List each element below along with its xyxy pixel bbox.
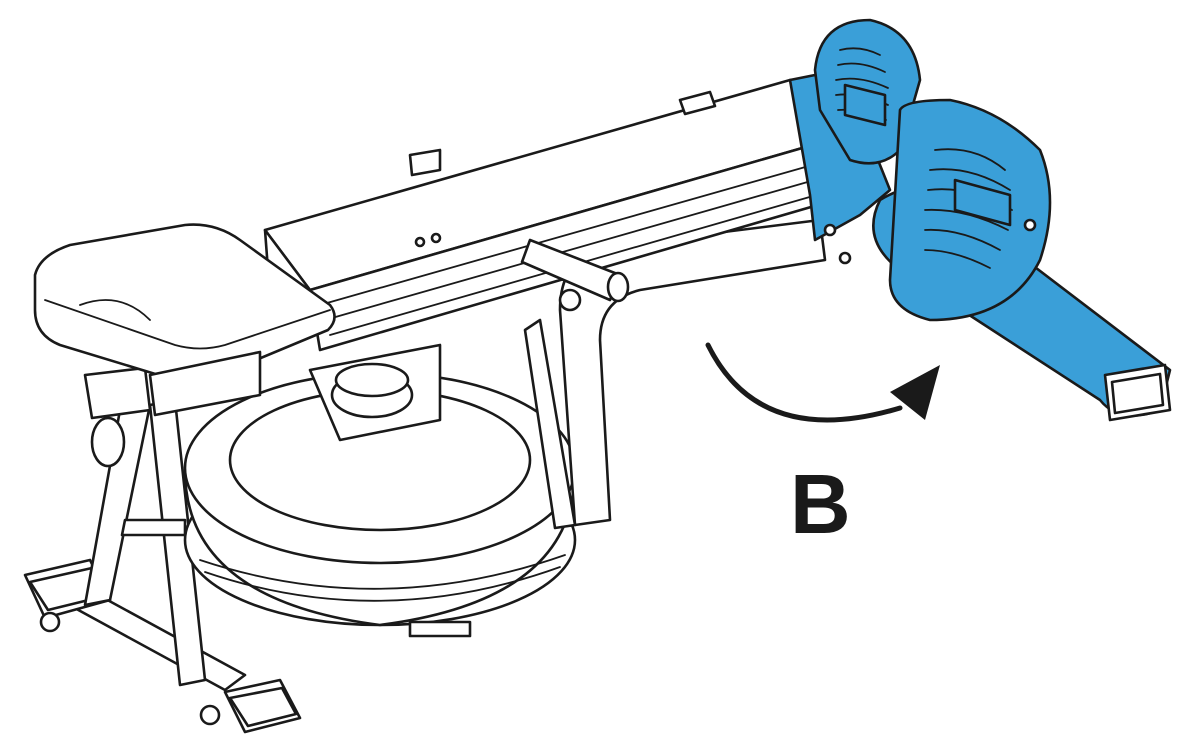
right-foot-strap <box>953 178 1012 227</box>
step-label: B <box>790 457 851 551</box>
left-wheel <box>39 611 61 633</box>
tank-housing <box>308 343 442 442</box>
rear-support <box>523 218 827 530</box>
main-rail <box>263 78 838 352</box>
left-foot-strap <box>843 83 887 127</box>
right-wheel <box>199 704 221 726</box>
footrest-assembly <box>788 18 1172 422</box>
seat <box>33 223 336 417</box>
adjustment-knob <box>90 416 126 468</box>
handle-bar <box>520 238 630 312</box>
curved-arrow-clockwise-icon <box>705 342 940 423</box>
rail-clip <box>678 90 717 116</box>
